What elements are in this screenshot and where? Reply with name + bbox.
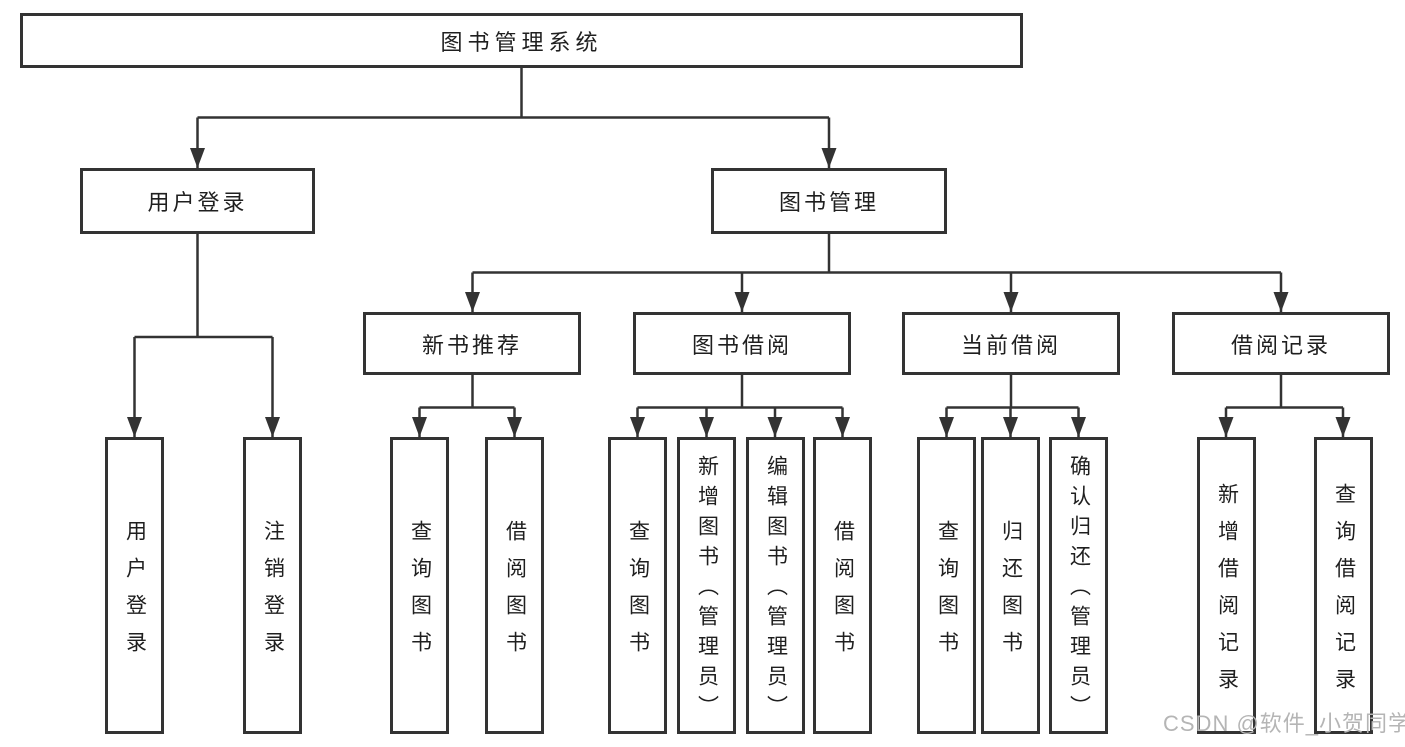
leaf-label: 用户登录 <box>123 519 147 668</box>
connector-records-trunk <box>1226 375 1343 409</box>
connector-newbooks-trunk <box>419 375 515 409</box>
node-book-borrowing: 图书借阅 <box>633 312 851 375</box>
leaf-add-borrow-record: 新增借阅记录 <box>1197 437 1256 734</box>
leaf-edit-books-admin: 编辑图书（管理员） <box>746 437 805 734</box>
leaf-label: 查询借阅记录 <box>1332 482 1356 705</box>
leaf-logout: 注销登录 <box>243 437 302 734</box>
leaf-query-borrow-record: 查询借阅记录 <box>1314 437 1373 734</box>
leaf-confirm-return-admin: 确认归还（管理员） <box>1049 437 1108 734</box>
connector-current-trunk <box>946 375 1079 409</box>
leaf-borrow-books-borrowing: 借阅图书 <box>813 437 872 734</box>
leaf-add-books-admin: 新增图书（管理员） <box>677 437 736 734</box>
leaf-label: 编辑图书（管理员） <box>764 455 788 725</box>
leaf-query-books-newbooks: 查询图书 <box>390 437 449 734</box>
leaf-label: 借阅图书 <box>831 519 855 668</box>
leaf-label: 查询图书 <box>935 519 959 668</box>
leaf-user-login: 用户登录 <box>105 437 164 734</box>
leaf-label: 新增借阅记录 <box>1215 482 1239 705</box>
leaf-query-books-current: 查询图书 <box>917 437 976 734</box>
connector-borrowing-trunk <box>637 375 843 409</box>
leaf-label: 查询图书 <box>626 519 650 668</box>
node-current-borrowing: 当前借阅 <box>902 312 1120 375</box>
csdn-watermark: CSDN @软件_小贺同学 <box>1163 711 1405 736</box>
leaf-label: 注销登录 <box>261 519 285 668</box>
leaf-label: 新增图书（管理员） <box>695 455 719 725</box>
connector-userlogin-trunk <box>134 234 273 339</box>
node-user-login: 用户登录 <box>80 168 315 234</box>
connector-root-trunk <box>197 68 829 119</box>
leaf-return-books: 归还图书 <box>981 437 1040 734</box>
node-borrowing-records: 借阅记录 <box>1172 312 1390 375</box>
leaf-label: 借阅图书 <box>503 519 527 668</box>
leaf-borrow-books-newbooks: 借阅图书 <box>485 437 544 734</box>
leaf-label: 归还图书 <box>999 519 1023 668</box>
leaf-query-books-borrowing: 查询图书 <box>608 437 667 734</box>
node-new-book-recommend: 新书推荐 <box>363 312 581 375</box>
node-root: 图书管理系统 <box>20 13 1023 68</box>
leaf-label: 确认归还（管理员） <box>1067 455 1091 725</box>
leaf-label: 查询图书 <box>408 519 432 668</box>
connector-bookmgmt-trunk <box>472 234 1281 274</box>
node-book-management: 图书管理 <box>711 168 947 234</box>
